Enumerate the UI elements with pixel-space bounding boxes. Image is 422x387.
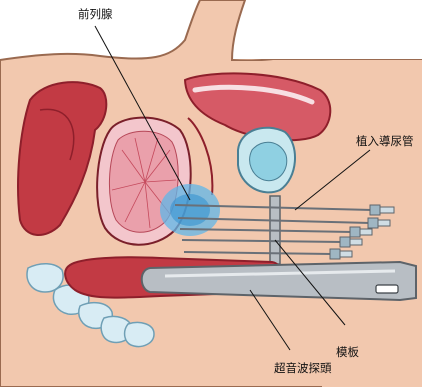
catheter-cap: [340, 237, 350, 247]
probe-window: [376, 285, 398, 293]
catheter-cap: [370, 205, 380, 215]
catheter-cap: [330, 249, 340, 259]
seed-implant-core: [170, 194, 210, 226]
label-prostate: 前列腺: [78, 7, 113, 21]
catheter-cap: [360, 229, 372, 235]
catheter-cap: [368, 218, 378, 228]
label-probe: 超音波探頭: [274, 361, 332, 375]
bladder-inner: [250, 142, 287, 180]
label-catheters: 植入導尿管: [356, 134, 414, 148]
catheter-cap: [380, 207, 394, 213]
catheter-cap: [350, 227, 360, 237]
label-template: 模板: [336, 345, 359, 359]
catheter-cap: [350, 239, 362, 245]
catheter-cap: [340, 251, 352, 257]
catheter-cap: [378, 220, 390, 226]
